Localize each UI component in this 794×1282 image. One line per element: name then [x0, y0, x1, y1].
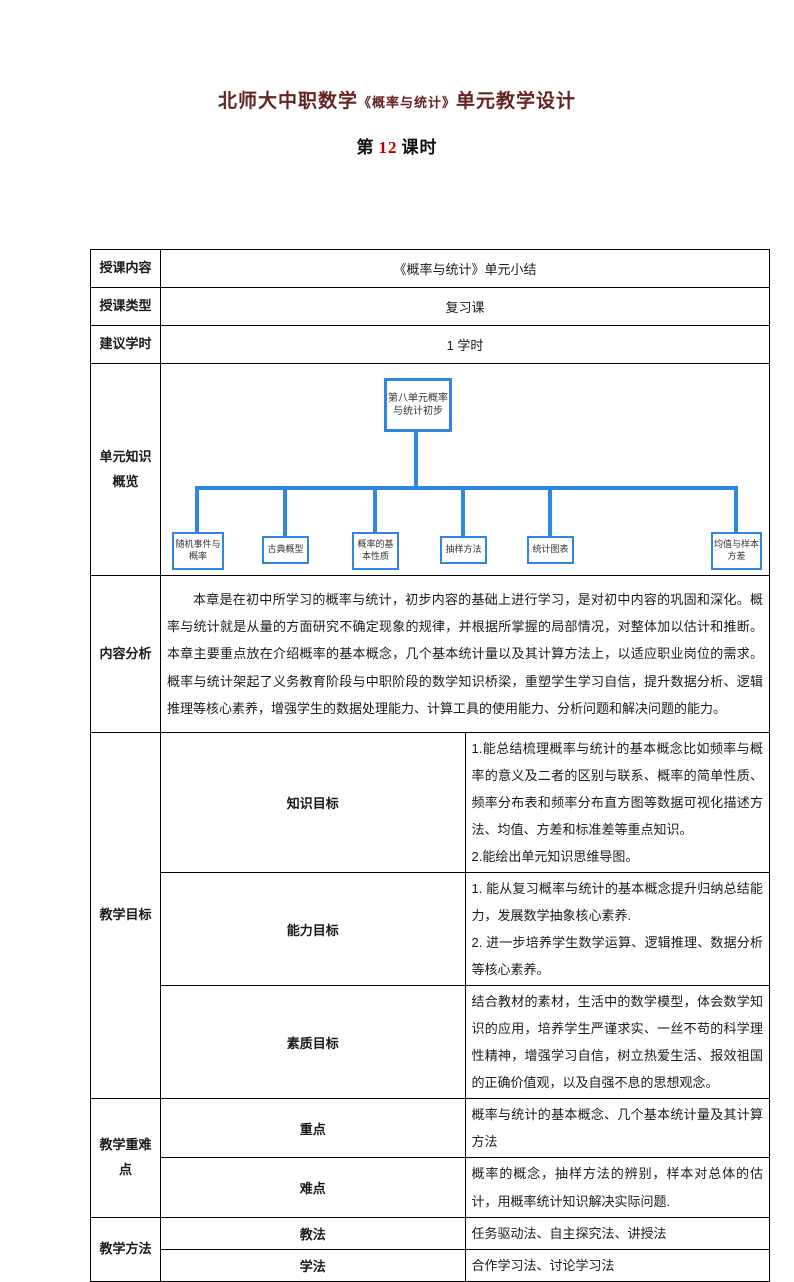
cell-key-point-text: 概率与统计的基本概念、几个基本统计量及其计算方法: [464, 1098, 770, 1159]
table-row: 教学方法 教法 任务驱动法、自主探究法、讲授法: [90, 1216, 770, 1282]
connector-drop-3: [373, 486, 377, 536]
lesson-number: 12: [378, 138, 398, 157]
sublabel-key-point: 重点: [160, 1098, 466, 1159]
row-label-overview: 单元知识概览: [90, 363, 161, 576]
row-label-methods: 教学方法: [90, 1216, 161, 1282]
table-row: 内容分析 本章是在初中所学习的概率与统计，初步内容的基础上进行学习，是对初中内容…: [90, 575, 770, 733]
diagram-node-sampling-methods: 抽样方法: [440, 536, 487, 564]
sublabel-ability-objective: 能力目标: [160, 872, 466, 987]
title-suffix: 单元教学设计: [456, 91, 577, 112]
cell-learning-method-text: 合作学习法、讨论学习法: [464, 1248, 770, 1282]
connector-drop-5: [548, 486, 552, 540]
sublabel-learning-method: 学法: [160, 1248, 466, 1282]
row-label-objectives: 教学目标: [90, 731, 161, 1100]
table-row: 难点 概率的概念，抽样方法的辨别，样本对总体的估计，用概率统计知识解决实际问题.: [91, 1157, 770, 1218]
cell-content-value: 《概率与统计》单元小结: [160, 249, 770, 288]
row-label-content: 授课内容: [90, 249, 161, 288]
sublabel-teaching-method: 教法: [160, 1216, 466, 1250]
table-row: 素质目标 结合教材的素材，生活中的数学模型，体会数学知识的应用，培养学生严谨求实…: [91, 985, 770, 1100]
table-row: 建议学时 1 学时: [90, 325, 770, 364]
teaching-design-table: 授课内容 《概率与统计》单元小结 授课类型 复习课 建议学时 1 学时 单元知识…: [90, 249, 770, 1282]
cell-knowledge-diagram: 第八单元概率与统计初步 随机事件与概率 古典概型 概率的基本性质 抽样方法 统计…: [160, 363, 770, 576]
cell-difficult-point-text: 概率的概念，抽样方法的辨别，样本对总体的估计，用概率统计知识解决实际问题.: [464, 1157, 770, 1218]
table-row: 授课内容 《概率与统计》单元小结: [90, 249, 770, 288]
connector-drop-4: [461, 486, 465, 540]
sublabel-quality-objective: 素质目标: [160, 985, 466, 1100]
title-prefix: 北师大中职数学: [217, 91, 358, 112]
connector-drop-2: [283, 486, 287, 540]
diagram-node-mean-variance: 均值与样本方差: [711, 532, 762, 570]
table-row: 授课类型 复习课: [90, 287, 770, 326]
lesson-suffix: 课时: [401, 138, 438, 157]
table-row: 学法 合作学习法、讨论学习法: [91, 1248, 770, 1282]
row-label-analysis: 内容分析: [90, 575, 161, 733]
cell-teaching-method-text: 任务驱动法、自主探究法、讲授法: [464, 1216, 770, 1250]
cell-knowledge-objective-text: 1.能总结梳理概率与统计的基本概念比如频率与概率的意义及二者的区别与联系、概率的…: [464, 731, 770, 874]
connector-root-stem: [414, 430, 418, 488]
row-label-key-points: 教学重难点: [90, 1098, 161, 1218]
cell-hours-value: 1 学时: [160, 325, 770, 364]
table-row: 教学目标 知识目标 1.能总结梳理概率与统计的基本概念比如频率与概率的意义及二者…: [90, 731, 770, 1100]
connector-drop-6: [734, 486, 738, 536]
diagram-node-statistical-charts: 统计图表: [527, 536, 574, 564]
document-page: { "doc": { "title": { "prefix": "北师大中职数学…: [0, 86, 794, 1282]
page-title: 北师大中职数学《概率与统计》单元教学设计: [0, 86, 794, 113]
row-label-type: 授课类型: [90, 287, 161, 326]
cell-type-value: 复习课: [160, 287, 770, 326]
connector-drop-1: [195, 486, 199, 536]
connector-horizontal-bus: [195, 486, 738, 490]
table-row: 教学重难点 重点 概率与统计的基本概念、几个基本统计量及其计算方法: [90, 1098, 770, 1218]
title-book-name: 《概率与统计》: [357, 95, 456, 110]
diagram-root-node: 第八单元概率与统计初步: [384, 378, 452, 432]
table-row: 能力目标 1. 能从复习概率与统计的基本概念提升归纳总结能力，发展数学抽象核心素…: [91, 872, 770, 987]
sublabel-knowledge-objective: 知识目标: [160, 731, 466, 874]
diagram-node-probability-properties: 概率的基本性质: [352, 532, 399, 570]
row-label-hours: 建议学时: [90, 325, 161, 364]
cell-analysis-text: 本章是在初中所学习的概率与统计，初步内容的基础上进行学习，是对初中内容的巩固和深…: [160, 575, 770, 733]
lesson-prefix: 第: [356, 138, 375, 157]
diagram-node-random-events: 随机事件与概率: [172, 532, 224, 570]
cell-ability-objective-text: 1. 能从复习概率与统计的基本概念提升归纳总结能力，发展数学抽象核心素养. 2.…: [464, 872, 770, 987]
knowledge-map-diagram: 第八单元概率与统计初步 随机事件与概率 古典概型 概率的基本性质 抽样方法 统计…: [167, 366, 763, 573]
table-row: 单元知识概览 第八单元概率与统计初步 随机事件与概率 古典概型 概率的基本性质 …: [90, 363, 770, 576]
cell-quality-objective-text: 结合教材的素材，生活中的数学模型，体会数学知识的应用，培养学生严谨求实、一丝不苟…: [464, 985, 770, 1100]
diagram-node-classical-model: 古典概型: [262, 536, 309, 564]
sublabel-difficult-point: 难点: [160, 1157, 466, 1218]
